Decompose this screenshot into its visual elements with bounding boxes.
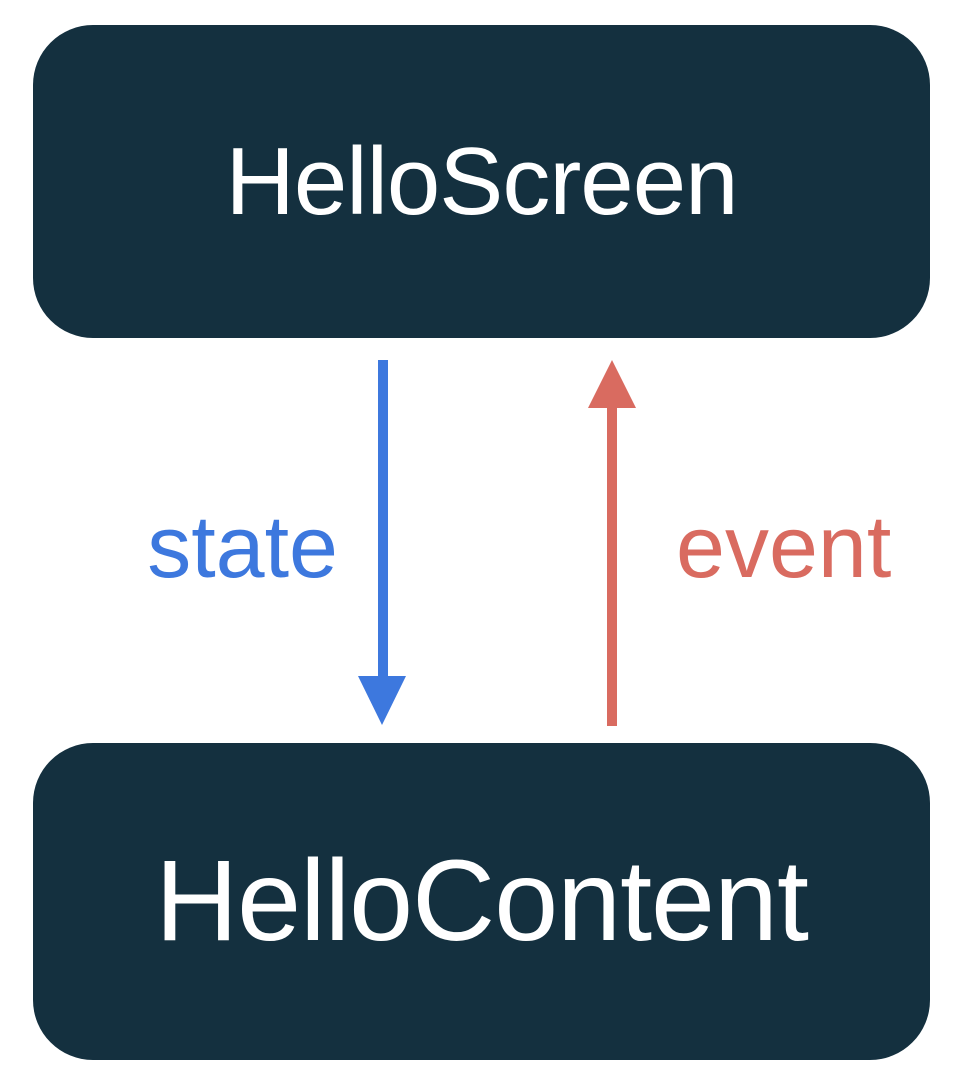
state-down-arrow-icon <box>358 360 406 725</box>
event-up-arrow-icon <box>588 360 636 726</box>
node-hello-content: HelloContent <box>33 743 930 1060</box>
node-hello-content-label: HelloContent <box>155 837 809 965</box>
state-edge-label: state <box>147 497 338 596</box>
event-edge-label: event <box>676 497 892 596</box>
node-hello-screen: HelloScreen <box>33 25 930 338</box>
node-hello-screen-label: HelloScreen <box>225 127 739 235</box>
